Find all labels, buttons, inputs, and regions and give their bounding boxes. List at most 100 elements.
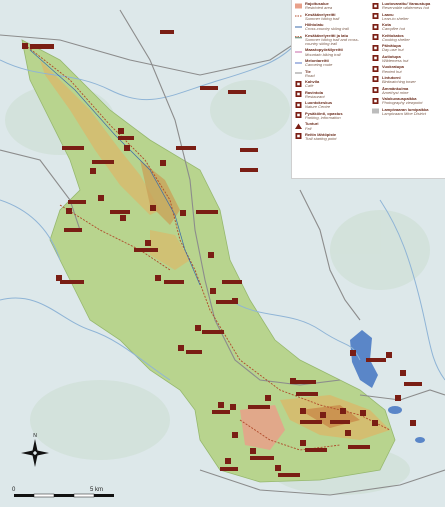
- scale-zero-label: 0: [12, 487, 16, 493]
- poi-marker[interactable]: [345, 430, 351, 436]
- poi-marker[interactable]: [178, 345, 184, 351]
- poi-marker[interactable]: [350, 350, 356, 356]
- legend-item-label: Rajoitusalue: [305, 1, 329, 6]
- poi-markers[interactable]: [22, 43, 416, 471]
- legend-item-sublabel: Cross-country skiing trail: [305, 26, 349, 32]
- legend-item-sublabel: Lampivaara Mine District: [382, 110, 427, 116]
- poi-marker[interactable]: [218, 402, 224, 408]
- roads: [0, 9, 445, 496]
- poi-marker[interactable]: [275, 465, 281, 471]
- poi-marker[interactable]: [290, 378, 296, 384]
- legend-item-label: Kota: [382, 22, 391, 28]
- mine-district-icon: [372, 108, 379, 114]
- poi-marker[interactable]: [225, 458, 231, 464]
- poi-marker[interactable]: [145, 240, 151, 246]
- rented-hut-icon: [372, 65, 379, 72]
- poi-marker[interactable]: [250, 448, 256, 454]
- reservable-hut-icon: [372, 2, 379, 9]
- poi-marker[interactable]: [210, 288, 216, 294]
- restricted-area: [240, 405, 285, 450]
- ski-trail-icon: [295, 26, 302, 28]
- legend-item-sublabel: Day-use hut: [382, 47, 404, 53]
- legend-item-sublabel: Lean-to shelter: [382, 15, 409, 21]
- poi-marker[interactable]: [124, 145, 130, 151]
- poi-marker[interactable]: [410, 420, 416, 426]
- poi-marker[interactable]: [22, 43, 28, 49]
- lakes: [350, 330, 425, 443]
- poi-marker[interactable]: [300, 408, 306, 414]
- poi-marker[interactable]: [66, 208, 72, 214]
- scale-bar: [14, 493, 114, 498]
- canoe-route-icon: [295, 62, 302, 63]
- poi-marker[interactable]: [98, 195, 104, 201]
- poi-marker[interactable]: [386, 352, 392, 358]
- legend-item-sublabel: Wilderness hut: [382, 58, 409, 63]
- poi-marker[interactable]: [180, 210, 186, 216]
- legend-item-sublabel: Fell: [305, 125, 312, 131]
- fell-areas: [40, 60, 390, 440]
- poi-marker[interactable]: [232, 432, 238, 438]
- nature-centre-icon: [295, 101, 302, 108]
- poi-marker[interactable]: [360, 410, 366, 416]
- bike-trail-icon: [295, 51, 302, 53]
- poi-marker[interactable]: [265, 395, 271, 401]
- poi-marker[interactable]: [150, 205, 156, 211]
- bird-tower-icon: [372, 76, 379, 83]
- legend-item-label: Ämmänkulma: [382, 85, 409, 91]
- legend-item-label: Maastopyöräilyreitti: [305, 47, 343, 53]
- legend-item-label: Lintutorni: [382, 74, 401, 80]
- poi-marker[interactable]: [160, 160, 166, 166]
- cooking-shelter-icon: [372, 34, 379, 41]
- poi-marker[interactable]: [90, 168, 96, 174]
- legend-item-sublabel: Reservable wilderness hut: [382, 5, 429, 11]
- poi-marker[interactable]: [395, 395, 401, 401]
- ski-trails: [29, 49, 201, 286]
- poi-marker[interactable]: [230, 404, 236, 410]
- poi-marker[interactable]: [155, 275, 161, 281]
- poi-marker[interactable]: [300, 440, 306, 446]
- poi-marker[interactable]: [320, 412, 326, 418]
- poi-marker[interactable]: [400, 370, 406, 376]
- poi-marker[interactable]: [372, 420, 378, 426]
- poi-marker[interactable]: [195, 325, 201, 331]
- place-label-tags: [30, 30, 422, 477]
- legend-item-label: Päivätupa: [382, 43, 401, 49]
- poi-marker[interactable]: [340, 408, 346, 414]
- poi-marker[interactable]: [118, 128, 124, 134]
- fell-icon: [295, 123, 302, 129]
- poi-marker[interactable]: [208, 252, 214, 258]
- restricted-area-icon: [295, 3, 302, 8]
- poi-marker[interactable]: [56, 275, 62, 281]
- poi-marker[interactable]: [120, 215, 126, 221]
- restaurant-icon: [295, 91, 302, 98]
- hiking-trails: [24, 44, 391, 451]
- amethyst-icon: [372, 87, 379, 93]
- legend-item-sublabel: Café: [305, 83, 314, 89]
